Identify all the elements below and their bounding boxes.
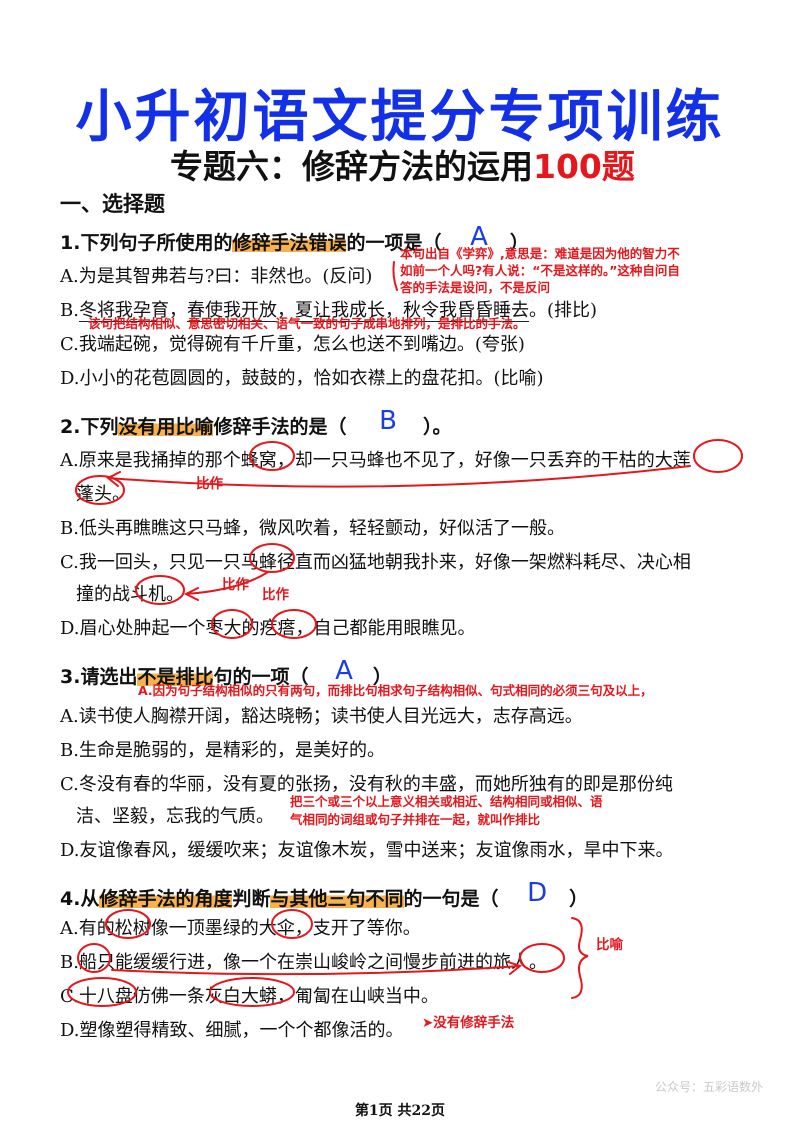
- annotation-note: 答的手法是设问，不是反问: [400, 280, 551, 295]
- answer-mark: D: [527, 878, 548, 908]
- annotation-note: 比作: [262, 587, 289, 603]
- option-a: A.原来是我捅掉的那个蜂窝，却一只马蜂也不见了，好像一只丢弃的干枯的大莲: [60, 450, 691, 471]
- option-c: C.我一回头，只见一只马蜂径直而凶猛地朝我扑来，好像一架燃料耗尽、决心相: [60, 552, 691, 573]
- annotation-note: 比作: [196, 476, 223, 492]
- watermark: 公众号：五彩语数外: [655, 1080, 764, 1094]
- option-d: D.小小的花苞圆圆的，鼓鼓的，恰如衣襟上的盘花扣。(比喻): [60, 368, 544, 389]
- option-c: C.我端起碗，觉得碗有千斤重，怎么也送不到嘴边。(夸张): [60, 334, 525, 355]
- annotation-note: 该句把结构相似、意思密切相关、语气一致的句子成串地排列，是排比的手法。: [88, 316, 526, 331]
- annotation-note: 比喻: [596, 937, 623, 953]
- answer-mark: A: [335, 656, 353, 686]
- option-b: B.船只能缓缓行进，像一个在崇山峻岭之间慢步前进的旅人。: [60, 952, 547, 973]
- option-d: D.眉心处肿起一个枣大的疙瘩，自己都能用眼瞧见。: [60, 618, 476, 639]
- annotation-note: 气相同的词组或句子并排在一起，就叫作排比: [290, 812, 541, 827]
- option-a: A.为是其智弗若与?曰：非然也。(反问): [60, 266, 373, 287]
- option-d: D.友谊像春风，缓缓吹来；友谊像木炭，雪中送来；友谊像雨水，旱中下来。: [60, 840, 674, 861]
- option-a-cont: 蓬头。: [76, 484, 130, 505]
- circle-mark: [693, 439, 743, 473]
- option-c-cont: 洁、坚毅，忘我的气质。: [76, 806, 274, 827]
- bracket-mark: [571, 917, 589, 999]
- question-1: 1.下列句子所使用的修辞手法错误的一项是（ A）: [60, 222, 529, 254]
- option-c-cont: 撞的战斗机。: [76, 584, 184, 605]
- option-c: C.冬没有春的华丽，没有夏的张扬，没有秋的丰盛，而她所独有的即是那份纯: [60, 774, 673, 795]
- option-b: B.冬将我孕育，春使我开放，夏让我成长，秋令我昏昏睡去。(排比): [60, 300, 597, 322]
- question-4: 4.从修辞手法的角度判断与其他三句不同的一句是（ D）: [60, 878, 589, 910]
- annotation-note: 如前一个人吗?有人说：“不是这样的。”这种自问自: [400, 263, 680, 278]
- annotation-note: 本句出自《学弈》,意思是：难道是因为他的智力不: [400, 246, 680, 261]
- option-a: A.读书使人胸襟开阔，豁达晓畅；读书使人目光远大，志存高远。: [60, 706, 583, 727]
- option-c: C.十八盘仿佛一条灰白大蟒，匍匐在山峡当中。: [60, 986, 439, 1007]
- page-subtitle: 专题六：修辞方法的运用100题: [170, 147, 635, 186]
- page-title: 小升初语文提分专项训练: [75, 85, 725, 150]
- page-footer: 第1页 共22页: [354, 1103, 446, 1119]
- annotation-note: 比作: [222, 577, 249, 593]
- question-2: 2.下列没有用比喻修辞手法的是（ B）。: [60, 406, 452, 438]
- option-b: B.低头再瞧瞧这只马蜂，微风吹着，轻轻颤动，好似活了一般。: [60, 518, 565, 539]
- annotation-note: A.因为句子结构相似的只有两句，而排比句相求句子结构相似、句式相同的必须三句及以…: [138, 683, 653, 698]
- option-d: D.塑像塑得精致、细腻，一个个都像活的。: [60, 1020, 404, 1041]
- answer-mark: B: [379, 406, 397, 436]
- section-heading: 一、选择题: [60, 192, 165, 216]
- annotation-note: 把三个或三个以上意义相关或相近、结构相同或相似、语: [290, 794, 603, 809]
- annotation-note: ➤没有修辞手法: [422, 1015, 515, 1031]
- annotation-bracket: [392, 261, 398, 291]
- option-b: B.生命是脆弱的，是精彩的，是美好的。: [60, 740, 385, 761]
- question-3: 3.请选出不是排比句的一项（ A）: [60, 656, 392, 688]
- answer-mark: A: [470, 222, 488, 252]
- option-a: A.有的松树像一顶墨绿的大伞，支开了等你。: [60, 918, 421, 939]
